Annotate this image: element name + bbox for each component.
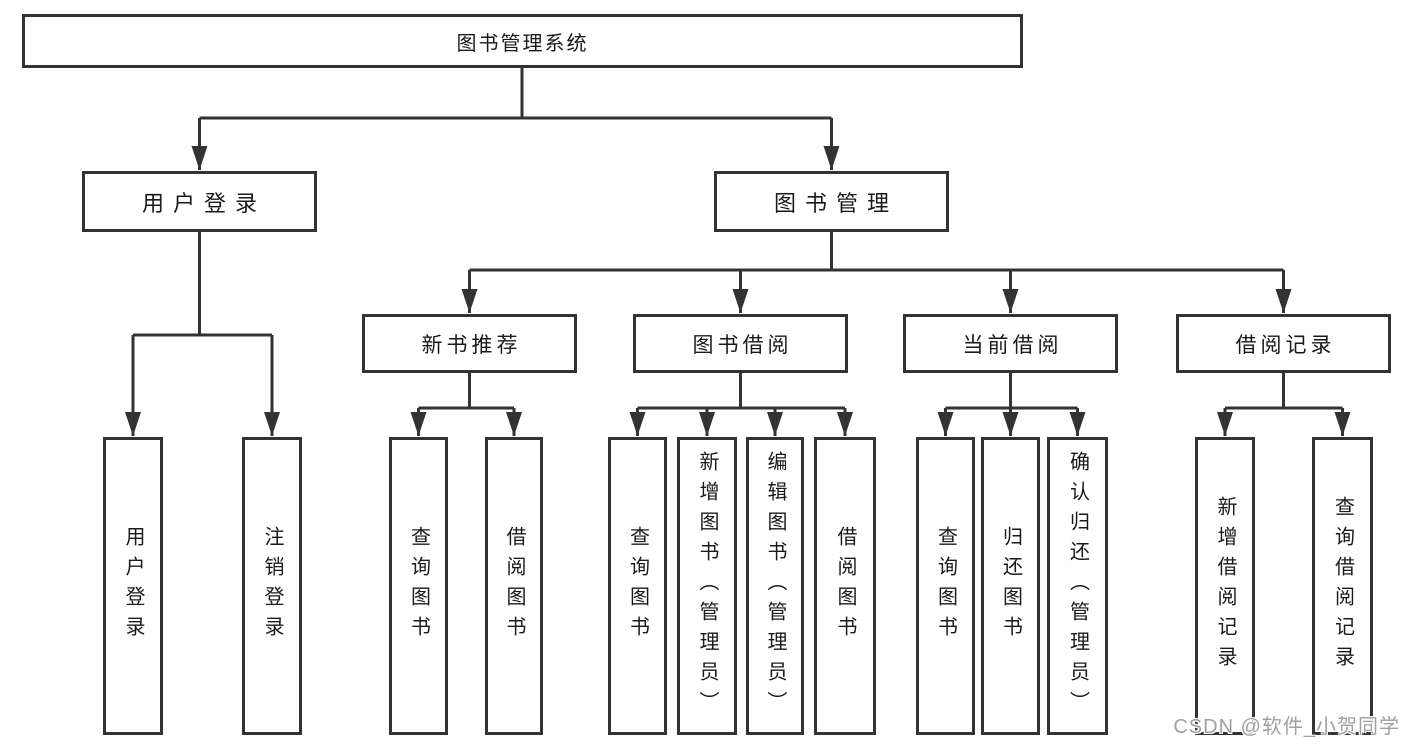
node-bb-query-book: 查询图书 <box>608 437 667 735</box>
watermark: CSDN @软件_小贺同学 <box>1173 716 1400 738</box>
connector-book-management-bar <box>469 230 1284 272</box>
node-br-query-record: 查询借阅记录 <box>1312 437 1373 735</box>
node-br-add-record: 新增借阅记录 <box>1195 437 1255 735</box>
node-user-login-leaf: 用户登录 <box>103 437 163 735</box>
node-cb-return-book: 归还图书 <box>981 437 1040 735</box>
node-bb-edit-book-admin: 编辑图书（管理员） <box>746 437 804 735</box>
connector-borrow-record-bar <box>1225 371 1343 410</box>
node-book-management: 图书管理 <box>714 171 949 232</box>
leaf-label: 归还图书 <box>999 526 1022 646</box>
node-library-management-system: 图书管理系统 <box>22 14 1023 68</box>
connector-new-book-recommend-bar <box>418 371 514 410</box>
node-borrow-record: 借阅记录 <box>1176 314 1391 373</box>
leaf-label: 借阅图书 <box>834 526 856 646</box>
leaf-label: 查询图书 <box>407 526 430 646</box>
connector-current-borrow-bar <box>945 371 1078 410</box>
leaf-label: 借阅图书 <box>503 526 525 646</box>
node-book-borrow: 图书借阅 <box>633 314 848 373</box>
leaf-label: 新增借阅记录 <box>1214 496 1236 676</box>
node-bb-add-book-admin: 新增图书（管理员） <box>677 437 737 735</box>
node-nb-borrow-book: 借阅图书 <box>485 437 543 735</box>
leaf-label: 查询图书 <box>626 526 649 646</box>
leaf-label: 确认归还（管理员） <box>1066 451 1089 721</box>
leaf-label: 查询图书 <box>934 526 957 646</box>
node-current-borrow: 当前借阅 <box>903 314 1118 373</box>
leaf-label: 查询借阅记录 <box>1331 496 1354 676</box>
leaf-label: 注销登录 <box>261 526 283 646</box>
node-cb-query-book: 查询图书 <box>916 437 975 735</box>
node-cb-confirm-return-admin: 确认归还（管理员） <box>1047 437 1108 735</box>
node-user-login: 用户登录 <box>82 171 317 232</box>
connector-root-bar <box>199 66 832 120</box>
connector-book-borrow-bar <box>637 371 845 410</box>
node-bb-borrow-book: 借阅图书 <box>814 437 876 735</box>
leaf-label: 用户登录 <box>122 526 144 646</box>
node-logout: 注销登录 <box>242 437 302 735</box>
leaf-label: 新增图书（管理员） <box>696 451 718 721</box>
node-nb-query-book: 查询图书 <box>389 437 448 735</box>
node-new-book-recommend: 新书推荐 <box>362 314 577 373</box>
leaf-label: 编辑图书（管理员） <box>764 451 786 721</box>
connector-user-login-bar <box>133 230 272 337</box>
